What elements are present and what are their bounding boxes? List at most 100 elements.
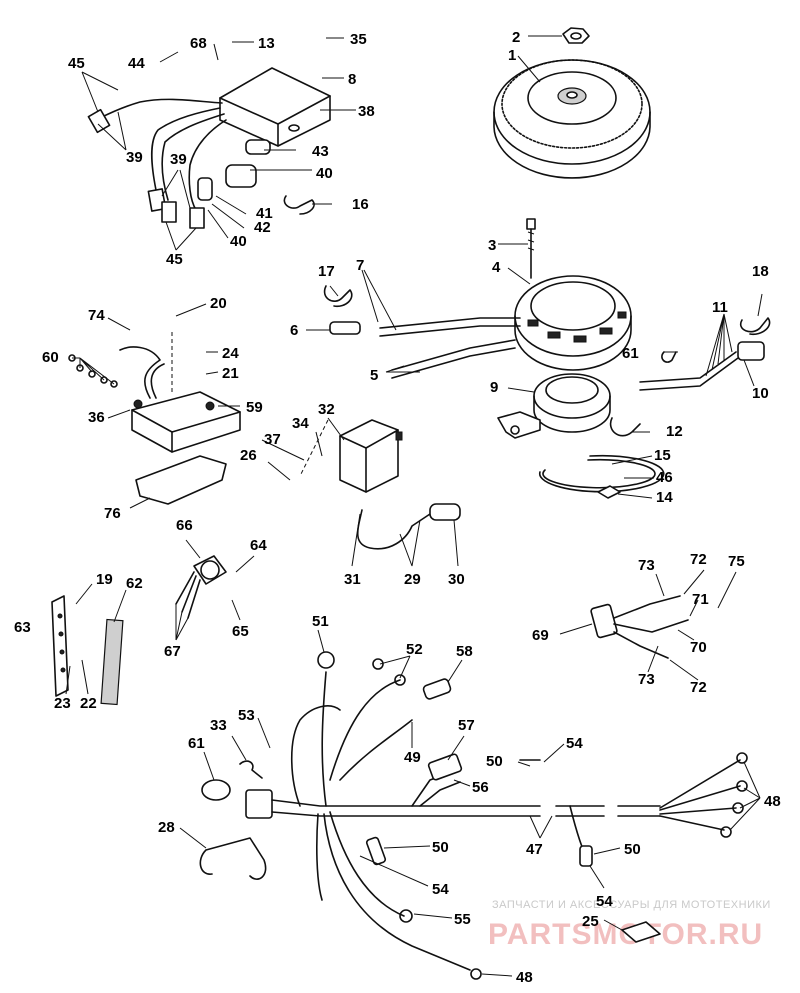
callout-32: 32 [318, 401, 335, 418]
callout-16: 16 [352, 196, 369, 213]
callout-50b: 50 [432, 839, 449, 856]
callout-68: 68 [190, 35, 207, 52]
callout-18: 18 [752, 263, 769, 280]
callout-38: 38 [358, 103, 375, 120]
callout-14: 14 [656, 489, 673, 506]
rectifier-regulator [68, 346, 241, 453]
callout-39a: 39 [126, 149, 143, 166]
callout-37: 37 [264, 431, 281, 448]
flywheel-nut [562, 27, 590, 44]
retainer-ring [538, 454, 665, 493]
callout-12: 12 [666, 423, 683, 440]
callout-6: 6 [290, 322, 298, 339]
callout-40a: 40 [316, 165, 333, 182]
callout-15: 15 [654, 447, 671, 464]
pack-connectors [197, 139, 271, 201]
callout-71: 71 [692, 591, 709, 608]
callout-34: 34 [292, 415, 309, 432]
callout-8: 8 [348, 71, 356, 88]
callout-58: 58 [456, 643, 473, 660]
terminal-block [51, 595, 69, 697]
callout-43: 43 [312, 143, 329, 160]
callout-9: 9 [490, 379, 498, 396]
flywheel [493, 59, 651, 179]
spark-plug-lead [356, 509, 431, 550]
callout-13: 13 [258, 35, 275, 52]
callout-72a: 72 [690, 551, 707, 568]
callout-52: 52 [406, 641, 423, 658]
power-pack [219, 67, 331, 147]
timer-base [497, 373, 611, 439]
callout-61a: 61 [622, 345, 639, 362]
callout-47: 47 [526, 841, 543, 858]
clip-18 [739, 317, 771, 336]
callout-44: 44 [128, 55, 145, 72]
stator-leads [329, 317, 765, 391]
callout-labels: 2 1 3 4 6 7 5 9 10 11 18 61 12 15 46 14 … [14, 29, 781, 986]
callout-56: 56 [472, 779, 489, 796]
callout-70: 70 [690, 639, 707, 656]
wiring-harness [245, 651, 748, 980]
callout-48b: 48 [516, 969, 533, 986]
callout-45b: 45 [166, 251, 183, 268]
callout-7: 7 [356, 257, 364, 274]
callout-73b: 73 [638, 671, 655, 688]
callout-61b: 61 [188, 735, 205, 752]
bracket-28 [199, 837, 267, 880]
leader-lines [65, 35, 763, 977]
terminal-cover [100, 618, 124, 706]
callout-20: 20 [210, 295, 227, 312]
spark-plug-boot [429, 503, 461, 521]
callout-40b: 40 [230, 233, 247, 250]
callout-1: 1 [508, 47, 516, 64]
callout-63: 63 [14, 619, 31, 636]
callout-74: 74 [88, 307, 105, 324]
callout-33: 33 [210, 717, 227, 734]
callout-5: 5 [370, 367, 378, 384]
callout-4: 4 [492, 259, 501, 276]
callout-45a: 45 [68, 55, 85, 72]
callout-28: 28 [158, 819, 175, 836]
clamp-14 [597, 485, 621, 499]
callout-17: 17 [318, 263, 335, 280]
clip-33 [239, 760, 263, 779]
callout-54c: 54 [596, 893, 613, 910]
callout-57: 57 [458, 717, 475, 734]
clamp-61 [201, 779, 231, 801]
callout-49: 49 [404, 749, 421, 766]
callout-11: 11 [712, 299, 728, 316]
callout-26: 26 [240, 447, 257, 464]
callout-2: 2 [512, 29, 520, 46]
callout-53: 53 [238, 707, 255, 724]
callout-65: 65 [232, 623, 249, 640]
callout-62: 62 [126, 575, 143, 592]
clip-17 [323, 285, 353, 308]
callout-25: 25 [582, 913, 599, 930]
callout-59: 59 [246, 399, 263, 416]
callout-60: 60 [42, 349, 59, 366]
watermark-brand: PARTSMOTOR.RU [488, 918, 763, 951]
callout-54a: 54 [566, 735, 583, 752]
callout-42: 42 [254, 219, 271, 236]
callout-22: 22 [80, 695, 97, 712]
regulator-gasket [135, 455, 227, 505]
callout-36: 36 [88, 409, 105, 426]
callout-41: 41 [256, 205, 273, 222]
callout-46: 46 [656, 469, 673, 486]
callout-76: 76 [104, 505, 121, 522]
callout-21: 21 [222, 365, 239, 382]
clip-16 [283, 195, 315, 215]
callout-55: 55 [454, 911, 471, 928]
callout-64: 64 [250, 537, 267, 554]
stator [514, 275, 632, 371]
relay [175, 555, 227, 619]
callout-51: 51 [312, 613, 329, 630]
callout-48a: 48 [764, 793, 781, 810]
callout-54b: 54 [432, 881, 449, 898]
stator-bolt [526, 218, 536, 279]
callout-24: 24 [222, 345, 239, 362]
callout-23: 23 [54, 695, 71, 712]
connector-69 [590, 595, 689, 659]
callout-75: 75 [728, 553, 745, 570]
